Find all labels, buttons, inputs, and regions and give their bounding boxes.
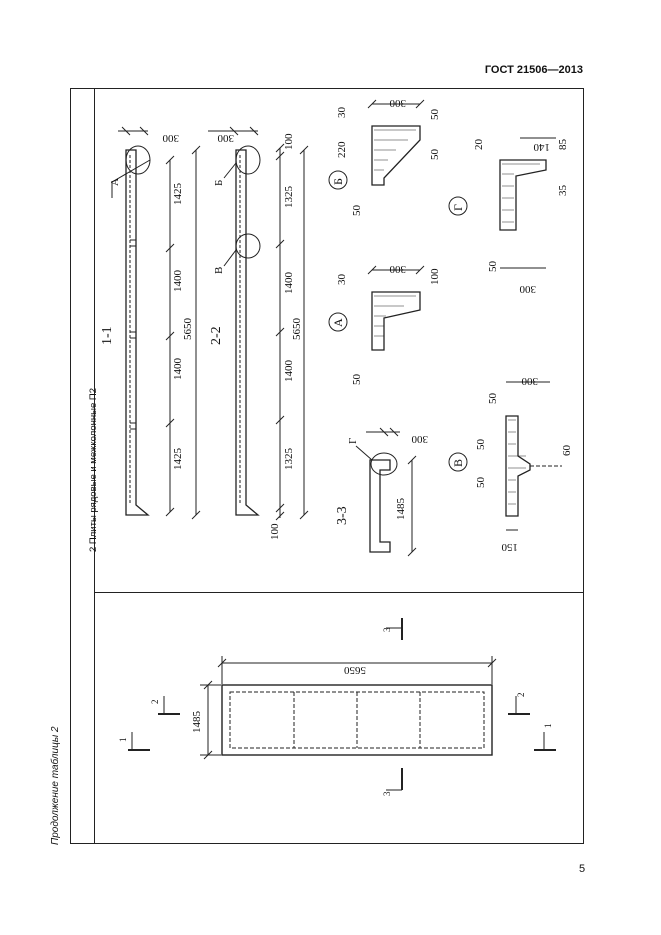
section-1-1-profile bbox=[125, 149, 150, 516]
detail-B-label: Б bbox=[331, 178, 345, 185]
node-V-mark: В bbox=[213, 267, 225, 274]
plan-outline bbox=[221, 684, 493, 756]
detail-B-r1: 50 bbox=[429, 109, 441, 121]
detail-V-badge bbox=[448, 452, 468, 472]
node-B-callout bbox=[235, 145, 261, 175]
detail-G-h2: 85 bbox=[557, 139, 569, 151]
section-2-2-title: 2-2 bbox=[209, 326, 224, 345]
detail-B-h2: 220 bbox=[336, 141, 348, 158]
detail-A-h1: 30 bbox=[336, 274, 348, 286]
section-1-1-dim-4: 1425 bbox=[172, 448, 184, 471]
section-1-1-dim-2: 1400 bbox=[172, 270, 184, 293]
section-2-2-dim-4: 1325 bbox=[283, 448, 295, 471]
section-1-1-dim-1: 1425 bbox=[172, 183, 184, 206]
node-B-mark: Б bbox=[213, 180, 225, 186]
cut-2-left-label: 2 bbox=[150, 700, 160, 705]
detail-A-profile bbox=[371, 291, 421, 351]
section-3-3-top-dim: 300 bbox=[411, 433, 428, 445]
detail-V-b: 50 bbox=[475, 477, 487, 489]
detail-B-b: 50 bbox=[351, 205, 363, 217]
detail-B-r2: 50 bbox=[429, 149, 441, 161]
detail-V-label: В bbox=[451, 459, 465, 467]
detail-G-w2: 300 bbox=[519, 283, 536, 295]
section-1-1-title: 1-1 bbox=[100, 326, 115, 345]
section-1-1-dim-3: 1400 bbox=[172, 358, 184, 381]
section-2-2-total: 5650 bbox=[291, 318, 303, 341]
section-2-2-dim-1: 1325 bbox=[283, 186, 295, 209]
section-1-1-total: 5650 bbox=[182, 318, 194, 341]
detail-B-w: 300 bbox=[389, 97, 406, 109]
section-3-3-width-dim: 1485 bbox=[395, 498, 407, 521]
detail-B: 300 30 220 50 50 50 Б bbox=[328, 97, 441, 217]
section-2-2-edge-left: 100 bbox=[269, 523, 281, 540]
section-3-3-title: 3-3 bbox=[335, 506, 350, 525]
detail-V-profile bbox=[505, 415, 531, 517]
section-2-2-edge-right: 100 bbox=[283, 133, 295, 150]
detail-A-label: А bbox=[331, 318, 345, 327]
detail-A-w: 300 bbox=[389, 263, 406, 275]
detail-A: 300 30 100 50 А bbox=[328, 263, 441, 386]
detail-V-c: 60 bbox=[561, 445, 573, 457]
detail-A-badge bbox=[328, 312, 348, 332]
detail-V-w: 300 bbox=[521, 375, 538, 387]
detail-A-b: 50 bbox=[351, 374, 363, 386]
detail-B-profile bbox=[371, 125, 421, 186]
detail-V: 300 50 50 50 60 150 В bbox=[448, 375, 573, 553]
table-cell-divider bbox=[94, 592, 584, 593]
cut-3-top-label: 3 bbox=[382, 627, 392, 632]
standard-number: ГОСТ 21506—2013 bbox=[484, 64, 583, 76]
section-2-2-top-dim: 300 bbox=[217, 132, 234, 144]
detail-G: 140 20 85 35 50 300 Г bbox=[448, 137, 569, 295]
plan-view: 5650 1485 1 1 2 2 3 3 bbox=[118, 618, 556, 796]
node-V-callout bbox=[235, 233, 261, 259]
table-frame bbox=[70, 88, 584, 844]
detail-V-d: 150 bbox=[501, 541, 518, 553]
detail-G-label: Г bbox=[451, 204, 465, 211]
detail-G-h3: 35 bbox=[557, 185, 569, 197]
section-1-1: А 300 1425 1400 1400 1425 5650 1-1 bbox=[100, 126, 201, 520]
page-number: 5 bbox=[579, 863, 586, 875]
section-3-3-profile bbox=[369, 459, 391, 553]
section-2-2-dim-3: 1400 bbox=[283, 360, 295, 383]
detail-G-h1: 20 bbox=[473, 139, 485, 151]
table-title-column-divider bbox=[94, 88, 95, 844]
detail-V-a: 50 bbox=[475, 439, 487, 451]
cut-2-right-label: 2 bbox=[516, 693, 526, 698]
plan-length-label: 5650 bbox=[344, 664, 367, 676]
detail-G-badge bbox=[448, 196, 468, 216]
section-1-1-top-dim: 300 bbox=[162, 132, 179, 144]
section-3-3: Г 300 1485 3-3 bbox=[335, 427, 428, 557]
section-2-2-dim-2: 1400 bbox=[283, 272, 295, 295]
cut-1-left-label: 1 bbox=[118, 738, 128, 743]
detail-A-h2: 100 bbox=[429, 268, 441, 285]
cut-1-right-label: 1 bbox=[543, 724, 553, 729]
section-2-2: Б В 300 100 1325 1400 1400 1325 100 5650… bbox=[208, 126, 309, 540]
detail-B-badge bbox=[328, 170, 348, 190]
detail-G-b: 50 bbox=[487, 261, 499, 273]
detail-V-t: 50 bbox=[487, 393, 499, 405]
plan-width-label: 1485 bbox=[191, 711, 203, 734]
detail-B-h1: 30 bbox=[336, 107, 348, 119]
cut-3-bottom-label: 3 bbox=[382, 791, 392, 796]
detail-G-w1: 140 bbox=[533, 141, 550, 153]
node-G-callout bbox=[370, 452, 398, 476]
node-G-mark: Г bbox=[347, 438, 359, 444]
detail-G-profile bbox=[499, 159, 547, 231]
section-2-2-profile bbox=[235, 149, 260, 516]
node-A-mark: А bbox=[109, 178, 121, 186]
